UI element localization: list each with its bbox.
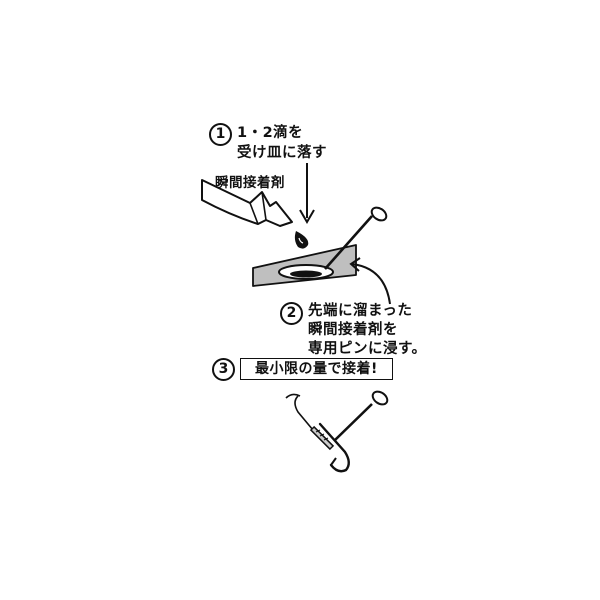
fishing-hook-icon	[285, 393, 350, 473]
glue-tube-icon	[201, 179, 293, 227]
step1-number: 1	[209, 123, 232, 146]
arrow-step2-icon	[349, 257, 391, 305]
pin-icon	[324, 206, 388, 270]
arrow-step1-icon	[299, 163, 315, 224]
tray-icon	[252, 244, 357, 287]
step1-text-line2: 受け皿に落す	[237, 145, 327, 161]
glue-drop-icon	[294, 231, 309, 249]
step2-text-line1: 先端に溜まった	[308, 303, 413, 319]
step1-text-line1: 1・2滴を	[237, 125, 304, 141]
step2-text-line3: 専用ピンに浸す。	[308, 341, 427, 357]
step2-number: 2	[280, 302, 303, 325]
adhesive-label: 瞬間接着剤	[215, 175, 285, 191]
step3-number: 3	[212, 358, 235, 381]
step3-boxed-text: 最小限の量で接着!	[240, 358, 393, 380]
step2-text-line2: 瞬間接着剤を	[308, 322, 398, 338]
pin-applying-icon	[334, 390, 389, 441]
